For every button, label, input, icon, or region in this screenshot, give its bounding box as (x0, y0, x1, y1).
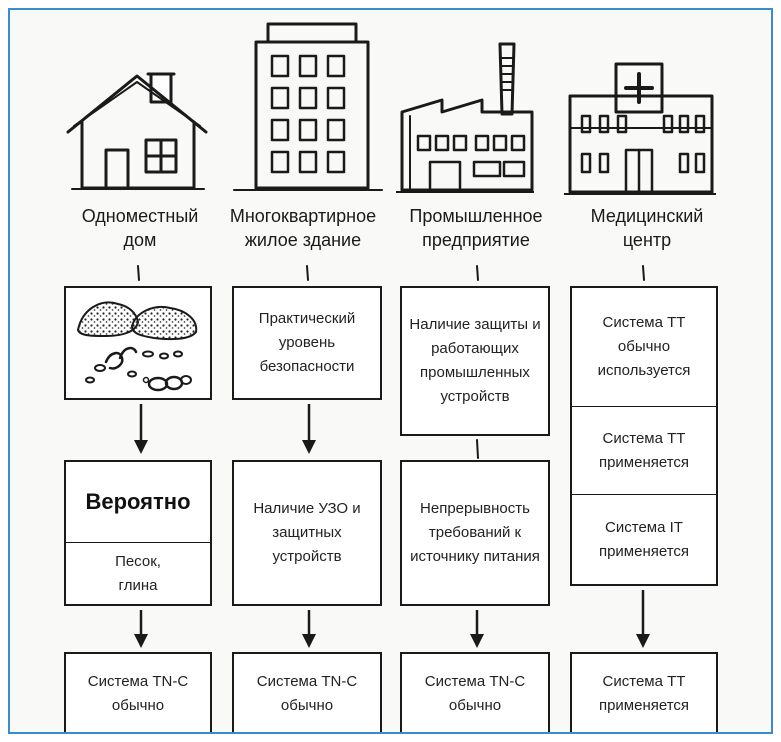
connector-tick-1 (129, 264, 141, 282)
arrow-2a (300, 404, 320, 456)
probability-label: Вероятно (85, 489, 191, 514)
factory-icon (396, 42, 534, 194)
connector-tick-3 (468, 264, 480, 282)
factory-continuity-box: Непрерывность требований к источнику пит… (400, 460, 550, 606)
medical-tt-applied-text: Система TT применяется (572, 406, 716, 494)
medical-systems-box: Система TT обычно используется Система T… (570, 286, 718, 586)
diagram-frame: Одноместный дом Многоквартирное жилое зд… (8, 8, 773, 734)
factory-result-box: Система TN-C обычно (400, 652, 550, 732)
house-result-text: Система TN-C обычно (87, 673, 189, 714)
house-result-box: Система TN-C обычно (64, 652, 212, 732)
connector-tick-2 (298, 264, 310, 282)
arrow-3b (468, 610, 488, 650)
arrow-2b (300, 610, 320, 650)
caption-factory-line1: Промышленное (409, 206, 543, 226)
caption-house-line2: дом (123, 230, 157, 250)
hospital-icon (564, 58, 716, 196)
medical-it-applied-text: Система IT применяется (572, 494, 716, 584)
caption-medical: Медицинский центр (562, 204, 732, 252)
house-probability-box: Вероятно Песок, глина (64, 460, 212, 606)
medical-result-box: Система TT применяется (570, 652, 718, 732)
apartment-result-box: Система TN-C обычно (232, 652, 382, 732)
soil-sand-clay-icon (76, 301, 198, 392)
factory-continuity-text: Непрерывность требований к источнику пит… (410, 500, 540, 565)
caption-medical-line2: центр (622, 230, 672, 250)
apartment-result-text: Система TN-C обычно (256, 673, 358, 714)
apartment-building-icon (232, 22, 384, 194)
medical-result-text: Система TT применяется (598, 673, 690, 714)
arrow-4b (634, 590, 654, 650)
soil-type-text: Песок, глина (66, 542, 210, 604)
apartment-rcd-text: Наличие УЗО и защитных устройств (253, 500, 361, 565)
caption-apartment-line1: Многоквартирное (229, 206, 377, 226)
diagram-stage: Одноместный дом Многоквартирное жилое зд… (10, 10, 771, 732)
factory-result-text: Система TN-C обычно (424, 673, 526, 714)
house-icon (64, 68, 210, 192)
caption-apartment-line2: жилое здание (244, 230, 362, 250)
connector-tick-5 (468, 438, 480, 460)
caption-house-line1: Одноместный (81, 206, 199, 226)
apartment-safety-box: Практический уровень безопасности (232, 286, 382, 400)
caption-house: Одноместный дом (42, 204, 238, 252)
arrow-1b (132, 610, 152, 650)
apartment-safety-text: Практический уровень безопасности (258, 310, 356, 375)
factory-protection-text: Наличие защиты и работающих промышленных… (409, 316, 541, 405)
arrow-1a (132, 404, 152, 456)
caption-factory-line2: предприятие (422, 230, 530, 250)
factory-protection-box: Наличие защиты и работающих промышленных… (400, 286, 550, 436)
caption-medical-line1: Медицинский (590, 206, 704, 226)
soil-image-box (64, 286, 212, 400)
connector-tick-4 (634, 264, 646, 282)
caption-factory: Промышленное предприятие (388, 204, 564, 252)
medical-tt-usual-text: Система TT обычно используется (597, 314, 691, 379)
apartment-rcd-box: Наличие УЗО и защитных устройств (232, 460, 382, 606)
caption-apartment: Многоквартирное жилое здание (214, 204, 392, 252)
